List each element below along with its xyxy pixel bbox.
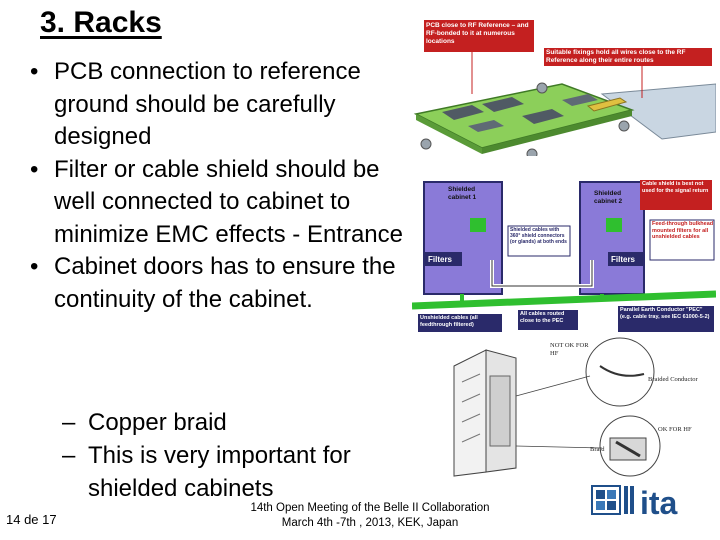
cabinet-1-label: Shielded cabinet 1 [448,186,477,201]
pcb-figure: PCB close to RF Reference – and RF-bonde… [412,14,716,156]
slide-footer: 14th Open Meeting of the Belle II Collab… [228,501,512,531]
footer-line: March 4th -7th , 2013, KEK, Japan [281,517,459,529]
bullet-item: Filter or cable shield should be well co… [30,154,410,252]
all-cables-label: All cables routed close to the PEC [520,311,565,324]
sub-bullet-list: Copper braid This is very important for … [62,406,392,505]
bullet-item: PCB connection to reference ground shoul… [30,56,410,154]
pec-label: Parallel Earth Conductor "PEC" (e.g. cab… [620,307,710,320]
cabinets-figure: Filters Filters Shielded cabinet 1 Shiel… [412,160,716,336]
slide-title: 3. Racks [40,6,162,39]
logo-text: ita [640,485,678,521]
bullet-item: Cabinet doors has to ensure the continui… [30,251,410,316]
bullet-list: PCB connection to reference ground shoul… [30,56,410,316]
ok-label: OK FOR HF [658,426,692,433]
filters-label: Filters [428,255,453,264]
callout-box [424,20,534,52]
ita-logo: ita [591,485,678,521]
callout-text: Suitable fixings hold all wires close to… [546,49,686,64]
braided-label: Braided Conductor [648,376,698,383]
callout-text: PCB close to RF Reference – and RF-bonde… [426,22,529,45]
sub-bullet-item: Copper braid [62,406,392,439]
not-ok-label: NOT OK FOR HF [550,342,589,357]
footer-line: 14th Open Meeting of the Belle II Collab… [250,502,490,514]
shielded-cables-label: Shielded cables with 360° shield connect… [510,227,567,245]
shield-note: Cable shield is best not used for the si… [642,181,709,194]
door-figure: NOT OK FOR HF Braided Conductor OK FOR H… [440,336,716,478]
cabinet-2-label: Shielded cabinet 2 [594,190,623,205]
filters-label: Filters [611,255,636,264]
zoom-circle [585,337,655,407]
cabinet-1 [423,181,503,295]
page-number: 14 de 17 [6,512,57,527]
braid-label: Braid [590,446,605,453]
sub-bullet-item: This is very important for shielded cabi… [62,439,392,505]
unshielded-label: Unshielded cables (all feedthrough filte… [420,315,478,328]
feedthrough-label: Feed-through bulkhead mounted filters fo… [652,221,714,240]
callout-box [544,48,712,66]
